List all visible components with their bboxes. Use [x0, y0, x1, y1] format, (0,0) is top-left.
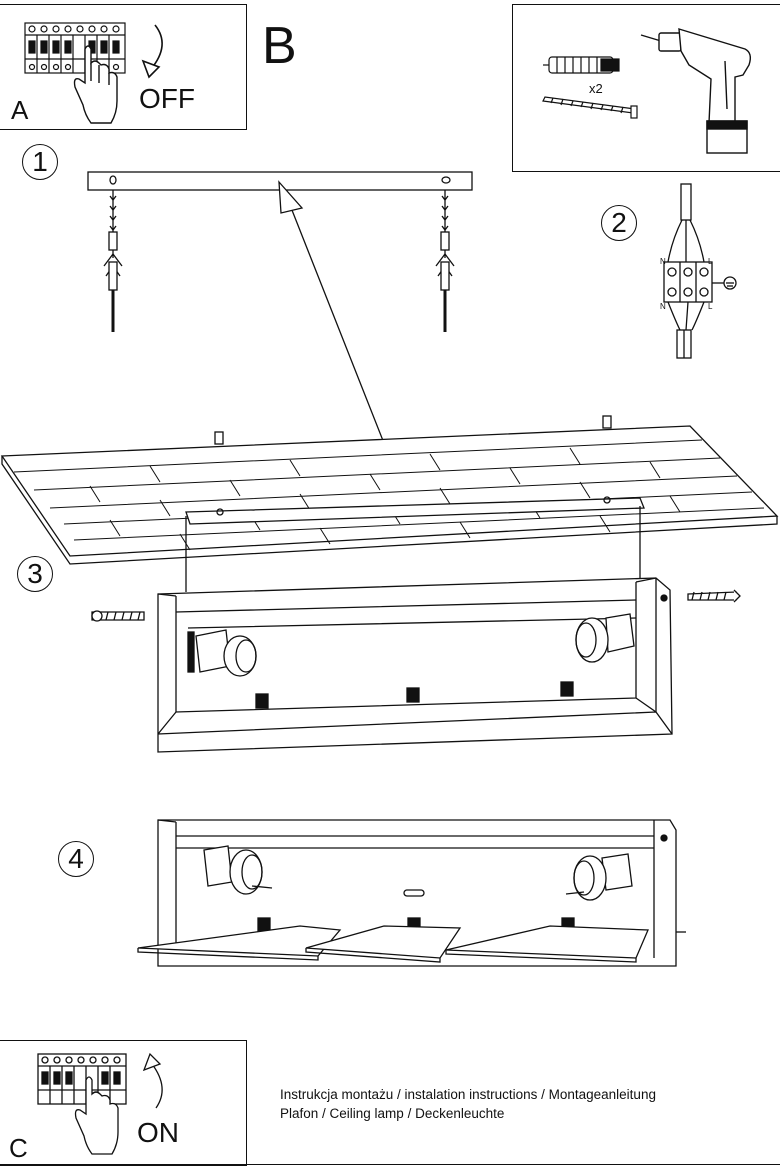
- switch-off-label: OFF: [139, 83, 195, 114]
- wire-label-l-top: L: [708, 257, 713, 266]
- spotlight-right: [575, 613, 635, 663]
- screw-right: [687, 589, 741, 603]
- plug-left: [103, 190, 123, 332]
- bottom-rule: [0, 1164, 780, 1165]
- step-1-number: 1: [32, 146, 48, 177]
- switch-on-label: ON: [137, 1117, 179, 1148]
- panel-c-letter: C: [9, 1133, 28, 1163]
- lamp-housing-step3: [157, 577, 673, 753]
- step-2-marker: 2: [601, 205, 637, 241]
- breaker-panel-icon: [24, 22, 163, 124]
- step-1-marker: 1: [22, 144, 58, 180]
- quantity-label: x2: [589, 81, 603, 96]
- ground-symbol-icon: [723, 276, 737, 290]
- arrow-up-icon: [151, 1063, 163, 1109]
- wire-label-l-bottom: L: [708, 302, 713, 311]
- step-3-number: 3: [27, 558, 43, 589]
- ceiling-slab: [0, 425, 779, 557]
- panel-c-switch-on: C ON: [0, 1040, 247, 1166]
- spotlight-left: [187, 629, 257, 677]
- spotlight-left-4: [203, 845, 273, 895]
- screw-icon: [542, 96, 638, 119]
- wall-plug-icon: [543, 56, 620, 74]
- lamp-housing-step4: [137, 819, 686, 967]
- spotlight-right-4: [565, 853, 633, 901]
- panel-a-letter: A: [11, 95, 29, 125]
- plug-right: [435, 190, 455, 332]
- step-2-number: 2: [611, 207, 627, 238]
- step-3-marker: 3: [17, 556, 53, 592]
- hand-icon-c: [74, 1076, 119, 1155]
- footer-product: Plafon / Ceiling lamp / Deckenleuchte: [280, 1106, 505, 1121]
- panel-b-tools: x2: [512, 4, 780, 172]
- hand-icon: [73, 45, 118, 124]
- breaker-panel-c: [37, 1052, 163, 1155]
- footer-instructions: Instrukcja montażu / instalation instruc…: [280, 1087, 656, 1102]
- screw-left: [91, 610, 145, 622]
- step-4-marker: 4: [58, 841, 94, 877]
- arrow-down-icon: [141, 24, 163, 79]
- wire-label-n-top: N: [660, 257, 666, 266]
- section-b-letter: B: [262, 17, 297, 75]
- step-4-number: 4: [68, 843, 84, 874]
- wire-label-n-bottom: N: [660, 302, 666, 311]
- panel-a-switch-off: A OFF: [0, 4, 247, 130]
- wiring-terminal: [663, 183, 737, 359]
- drill-icon: [640, 28, 752, 154]
